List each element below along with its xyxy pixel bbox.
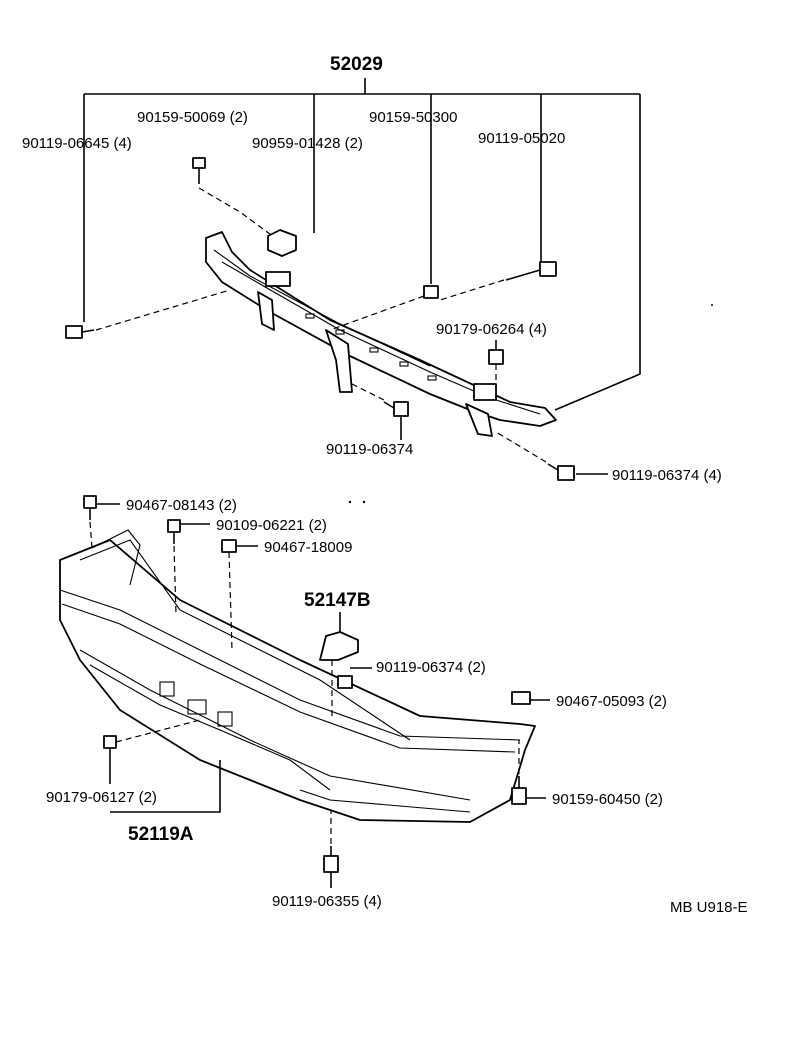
label-90109-06221: 90109-06221 (2) bbox=[216, 517, 327, 534]
label-90467-05093: 90467-05093 (2) bbox=[556, 693, 667, 710]
nut-90179-06264-icon bbox=[488, 349, 504, 365]
bolt-90119-06374-right-icon bbox=[547, 463, 575, 481]
bolt-90119-05020-icon bbox=[505, 261, 557, 281]
assembly-52029-leader-tree: 52029 bbox=[83, 54, 641, 411]
clip-90467-08143-icon bbox=[83, 495, 97, 520]
label-90467-08143: 90467-08143 (2) bbox=[126, 497, 237, 514]
label-90159-50069: 90159-50069 (2) bbox=[137, 109, 248, 126]
label-90179-06127: 90179-06127 (2) bbox=[46, 789, 157, 806]
bumper-cover bbox=[59, 529, 536, 823]
assembly-52147b-label: 52147B bbox=[304, 590, 371, 611]
label-90119-06645: 90119-06645 (4) bbox=[22, 135, 132, 152]
clip-90467-18009-icon bbox=[221, 539, 237, 553]
bolt-90159-50069-icon bbox=[192, 157, 206, 184]
label-90179-06264: 90179-06264 (4) bbox=[436, 321, 547, 338]
label-90119-06374-right: 90119-06374 (4) bbox=[612, 467, 722, 484]
screw-90109-06221-icon bbox=[167, 519, 181, 544]
label-90159-50300: 90159-50300 bbox=[369, 109, 457, 126]
label-90119-06374-center: 90119-06374 bbox=[326, 441, 413, 458]
label-90959-01428: 90959-01428 (2) bbox=[252, 135, 363, 152]
bolt-90159-50300-icon bbox=[423, 285, 439, 299]
clip-90467-05093-icon bbox=[511, 691, 531, 705]
bolt-90119-06355-icon bbox=[323, 846, 339, 873]
label-90467-18009: 90467-18009 bbox=[264, 539, 352, 556]
label-90159-60450: 90159-60450 (2) bbox=[552, 791, 663, 808]
label-90119-06374-bracket: 90119-06374 (2) bbox=[376, 659, 486, 676]
label-90119-06355: 90119-06355 (4) bbox=[272, 893, 382, 910]
label-90119-05020: 90119-05020 bbox=[478, 130, 565, 147]
assembly-52029-label: 52029 bbox=[330, 54, 383, 75]
nut-90179-06127-icon bbox=[103, 735, 117, 749]
bracket-52147b-icon bbox=[319, 631, 359, 661]
bolt-90119-06645-icon bbox=[65, 325, 95, 339]
assembly-52119a-label: 52119A bbox=[128, 824, 194, 845]
reinforcement-beam bbox=[205, 231, 557, 437]
bolt-90119-06374-bracket-icon bbox=[337, 675, 353, 689]
bolt-90159-60450-icon bbox=[511, 776, 527, 805]
nut-90959-01428-icon bbox=[267, 229, 297, 257]
bolt-90119-06374-center-icon bbox=[383, 401, 409, 417]
diagram-code: MB U918-E bbox=[670, 899, 748, 916]
